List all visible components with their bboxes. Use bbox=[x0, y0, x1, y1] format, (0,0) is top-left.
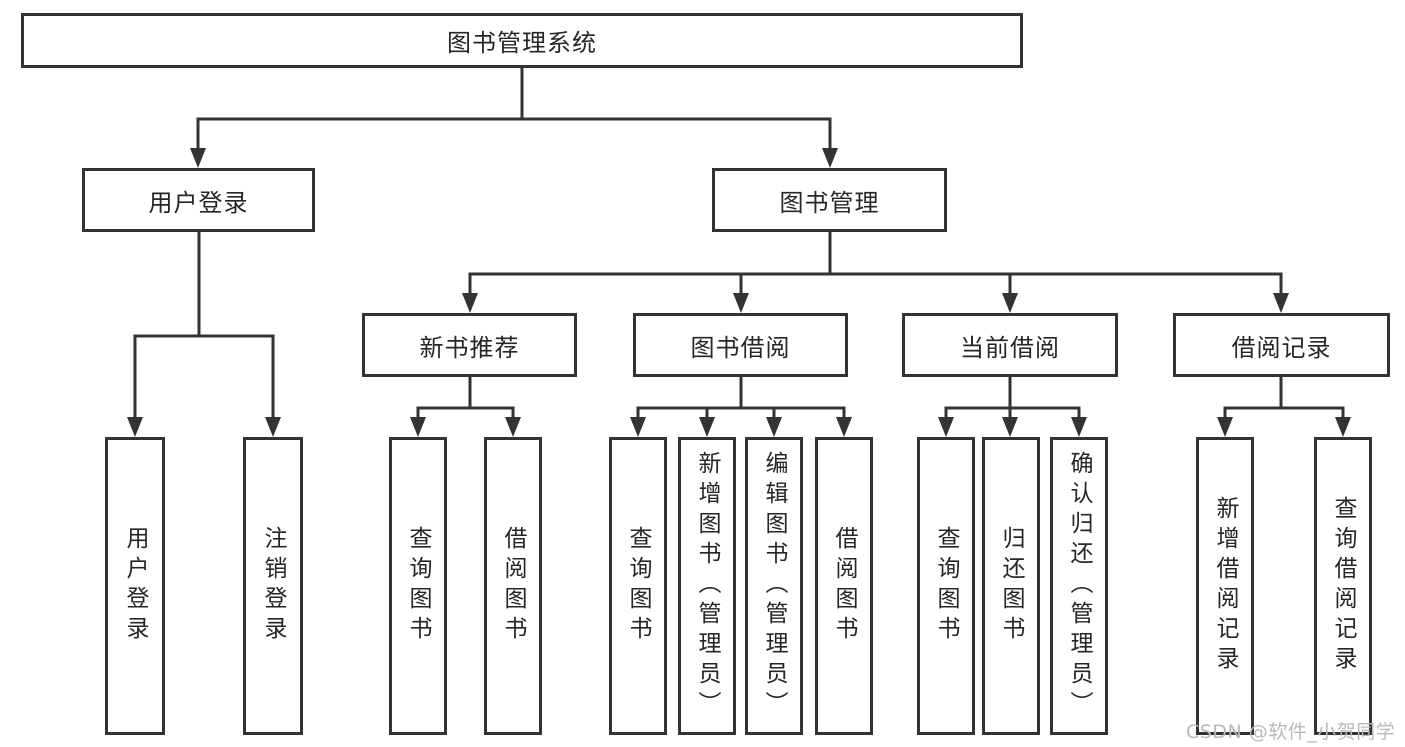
leaf-user-login: 用户登录 bbox=[105, 437, 165, 735]
leaf-borrow-records-query: 查询借阅记录 bbox=[1314, 437, 1372, 735]
node-book-borrow: 图书借阅 bbox=[633, 313, 848, 377]
leaf-book-borrow-edit-admin: 编辑图书（管理员） bbox=[745, 437, 803, 735]
connector-book-mgmt-to-level3 bbox=[462, 232, 1289, 313]
leaf-new-books-query: 查询图书 bbox=[389, 437, 447, 735]
leaf-book-borrow-query: 查询图书 bbox=[609, 437, 667, 735]
connector-new-books-to-leaves bbox=[410, 377, 521, 437]
leaf-book-borrow-borrow: 借阅图书 bbox=[815, 437, 873, 735]
node-book-management: 图书管理 bbox=[712, 168, 947, 232]
node-user-login: 用户登录 bbox=[82, 168, 315, 232]
leaf-current-borrow-return: 归还图书 bbox=[982, 437, 1040, 735]
connector-book-borrow-to-leaves bbox=[630, 377, 852, 437]
node-current-borrow: 当前借阅 bbox=[902, 313, 1118, 377]
leaf-borrow-records-add: 新增借阅记录 bbox=[1196, 437, 1254, 735]
leaf-new-books-borrow: 借阅图书 bbox=[484, 437, 542, 735]
node-borrow-records: 借阅记录 bbox=[1173, 313, 1390, 377]
leaf-logout: 注销登录 bbox=[243, 437, 303, 735]
csdn-watermark: CSDN @软件_小贺同学 bbox=[1186, 721, 1396, 743]
leaf-current-borrow-query: 查询图书 bbox=[917, 437, 975, 735]
connector-current-borrow-to-leaves bbox=[938, 377, 1087, 437]
connector-user-login-to-leaves bbox=[127, 232, 281, 437]
node-library-management-system: 图书管理系统 bbox=[21, 13, 1023, 68]
node-new-book-recommend: 新书推荐 bbox=[362, 313, 577, 377]
connector-root-to-level2 bbox=[190, 68, 838, 168]
leaf-current-borrow-confirm-admin: 确认归还（管理员） bbox=[1050, 437, 1108, 735]
connector-borrow-records-to-leaves bbox=[1217, 377, 1351, 437]
leaf-book-borrow-add-admin: 新增图书（管理员） bbox=[678, 437, 736, 735]
